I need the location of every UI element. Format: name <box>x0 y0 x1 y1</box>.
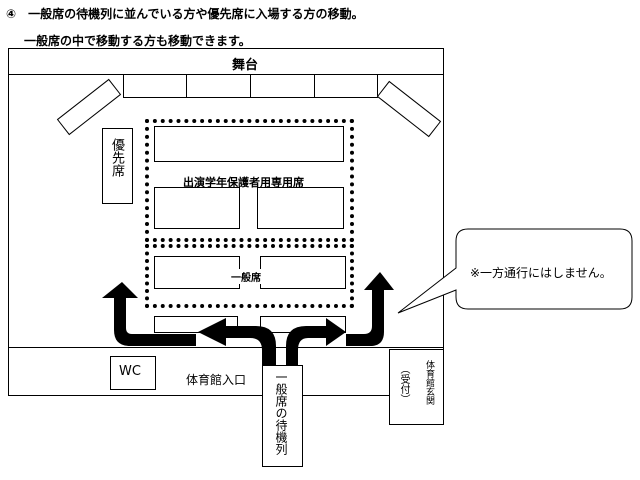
queue-label: 一般席の待機列 <box>274 371 288 455</box>
priority-seat-label: 優先席 <box>109 138 124 177</box>
header-line-1: ④ 一般席の待機列に並んでいる方や優先席に入場する方の移動。 <box>6 7 364 21</box>
performer-parents-section <box>145 119 354 242</box>
wc-label: WC <box>119 364 141 379</box>
general-seat-block-right <box>260 256 346 289</box>
parents-seat-block-left <box>154 187 240 229</box>
general-seat-label: 一般席 <box>230 269 262 284</box>
priority-seat <box>102 128 133 204</box>
parents-seat-block-top <box>154 126 344 162</box>
arrow-left-trunk <box>198 318 276 366</box>
general-seat-section <box>145 244 354 308</box>
foyer-box <box>389 349 444 425</box>
reception-label: （受付） <box>398 364 409 404</box>
entrance-label: 体育館入口 <box>186 373 247 387</box>
performer-parents-label: 出演学年保護者用専用席 <box>183 176 304 189</box>
callout-text: ※一方通行にはしません。 <box>470 266 612 280</box>
foyer-label: 体育館玄関 <box>424 360 434 405</box>
parents-seat-block-right <box>257 187 344 229</box>
stage-label: 舞台 <box>232 58 259 73</box>
stage-front-2 <box>186 74 251 98</box>
header-line-2: 一般席の中で移動する方も移動できます。 <box>24 34 251 48</box>
arrow-right-trunk <box>286 318 346 366</box>
callout-bubble <box>397 228 633 314</box>
general-seat-block-left <box>154 256 240 289</box>
arrow-up-right <box>346 272 394 346</box>
arrow-up-left <box>102 282 196 346</box>
queue-box <box>262 365 303 467</box>
stage-front-4 <box>314 74 378 98</box>
wc-box <box>110 356 156 390</box>
stage-front-1 <box>123 74 187 98</box>
corridor-line <box>8 347 444 348</box>
